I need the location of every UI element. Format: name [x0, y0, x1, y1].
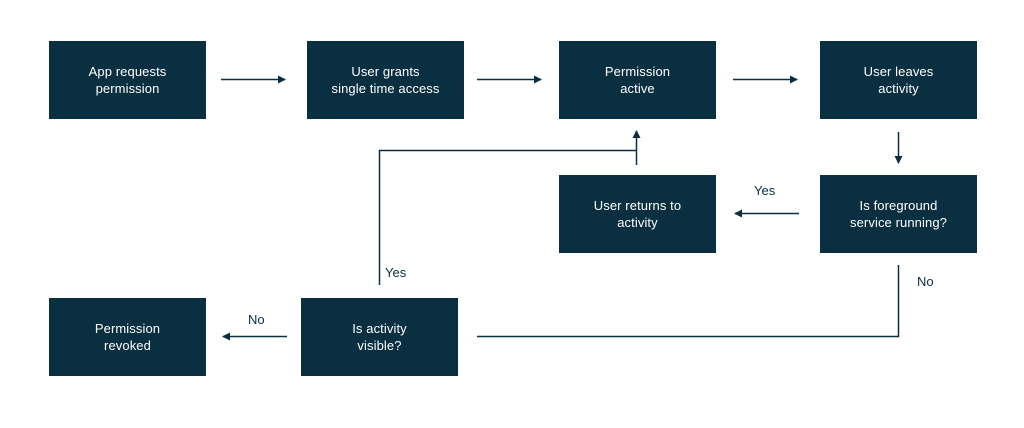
node-user-leaves-activity: User leaves activity: [820, 41, 977, 119]
node-label: Permission revoked: [94, 321, 161, 353]
node-permission-revoked: Permission revoked: [49, 298, 206, 376]
node-label: Is foreground service running?: [850, 198, 947, 230]
node-permission-active: Permission active: [559, 41, 716, 119]
node-is-activity-visible: Is activity visible?: [301, 298, 458, 376]
node-label: User returns to activity: [593, 198, 682, 230]
arrow-foreground-no-to-visible: [477, 265, 900, 338]
label-visible-yes: Yes: [385, 265, 407, 280]
label-visible-no: No: [248, 312, 265, 327]
node-app-requests-permission: App requests permission: [49, 41, 206, 119]
arrow-visible-yes-to-active: [378, 149, 637, 285]
node-is-foreground-service-running: Is foreground service running?: [820, 175, 977, 253]
node-user-grants-access: User grants single time access: [307, 41, 464, 119]
node-label: Is activity visible?: [352, 321, 407, 353]
node-label: User grants single time access: [331, 64, 440, 96]
label-foreground-yes: Yes: [754, 183, 776, 198]
node-label: App requests permission: [88, 64, 167, 96]
node-user-returns-to-activity: User returns to activity: [559, 175, 716, 253]
label-foreground-no: No: [917, 274, 934, 289]
node-label: Permission active: [604, 64, 671, 96]
node-label: User leaves activity: [863, 64, 934, 96]
